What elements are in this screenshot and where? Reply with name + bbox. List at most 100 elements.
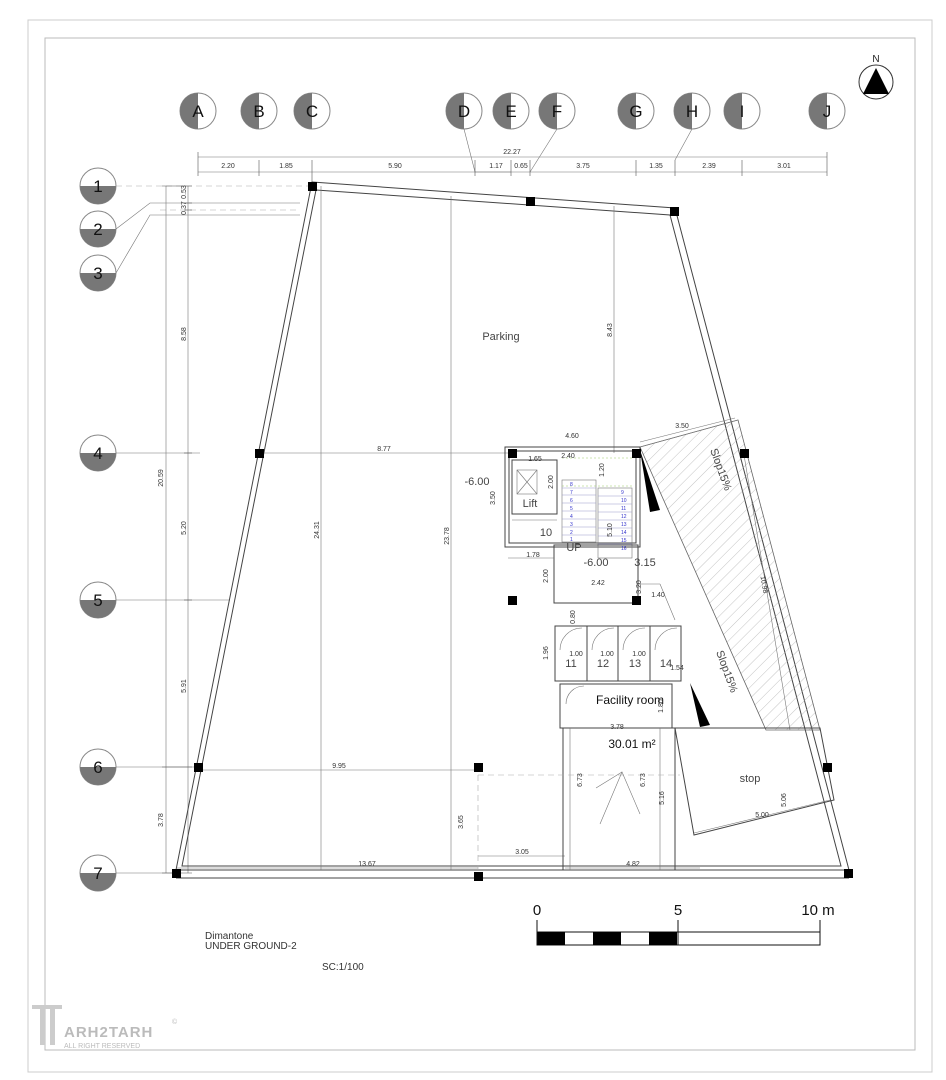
- svg-text:3.20: 3.20: [636, 580, 643, 594]
- left-dimension-chain: 20.59 0.37 0.53 8.58 5.20 5.91 3.78: [158, 185, 192, 874]
- svg-text:24.31: 24.31: [314, 521, 321, 539]
- grid-row-bubbles: 1 2 3 4 5 6 7: [79, 167, 117, 892]
- toilet-rooms: 11 12 13 14 1.00 1.00 1.00 1.54 1.96: [543, 625, 684, 682]
- north-arrow: N: [858, 54, 894, 100]
- interior-dimensions: 24.31 23.78 8.43 8.77 9.95 13.67 4.60 3.…: [176, 186, 831, 870]
- svg-text:3.15: 3.15: [634, 557, 655, 569]
- svg-text:2.00: 2.00: [543, 569, 550, 583]
- svg-text:1.00: 1.00: [569, 651, 583, 658]
- svg-text:3.75: 3.75: [576, 163, 590, 170]
- scale-text: SC:1/100: [322, 962, 364, 973]
- grid-bubble-b: B: [240, 92, 278, 130]
- svg-text:13.67: 13.67: [358, 861, 376, 868]
- svg-text:2: 2: [93, 220, 102, 239]
- svg-text:5.10: 5.10: [607, 523, 614, 537]
- svg-text:23.78: 23.78: [444, 527, 451, 545]
- svg-text:8.43: 8.43: [607, 323, 614, 337]
- svg-text:0.53: 0.53: [181, 185, 188, 199]
- grid-bubble-3: 3: [79, 254, 117, 292]
- grid-bubble-d: D: [445, 92, 483, 130]
- svg-text:3: 3: [93, 264, 102, 283]
- watermark-logo: ARH2TARH ALL RIGHT RESERVED ©: [32, 1005, 178, 1050]
- svg-text:4: 4: [93, 444, 102, 463]
- svg-text:8.77: 8.77: [377, 446, 391, 453]
- svg-text:H: H: [686, 102, 698, 121]
- svg-text:5: 5: [570, 506, 573, 512]
- room-12-label: 12: [597, 658, 609, 670]
- dim-overall-height: 20.59: [158, 469, 165, 487]
- svg-text:4: 4: [570, 514, 573, 520]
- sheet-name: UNDER GROUND-2: [205, 941, 297, 952]
- svg-text:3.01: 3.01: [777, 163, 791, 170]
- room-13-label: 13: [629, 658, 641, 670]
- svg-text:1.17: 1.17: [489, 163, 503, 170]
- svg-text:3: 3: [570, 522, 573, 528]
- lower-rooms: stop 6.73 6.73 5.16: [477, 727, 835, 871]
- room-10-label: 10: [540, 527, 552, 539]
- svg-text:2.42: 2.42: [591, 580, 605, 587]
- svg-text:5: 5: [93, 591, 102, 610]
- svg-text:0.37: 0.37: [181, 201, 188, 215]
- grid-bubble-4: 4: [79, 434, 117, 472]
- svg-text:7: 7: [93, 864, 102, 883]
- svg-text:1.78: 1.78: [526, 552, 540, 559]
- svg-text:1.80: 1.80: [658, 699, 665, 713]
- svg-text:3.50: 3.50: [490, 491, 497, 505]
- svg-text:6: 6: [570, 498, 573, 504]
- svg-text:10: 10: [621, 498, 627, 504]
- svg-text:0.80: 0.80: [570, 610, 577, 624]
- level-a-label: -6.00: [464, 476, 489, 488]
- svg-text:E: E: [505, 102, 516, 121]
- svg-text:J: J: [823, 102, 832, 121]
- svg-text:5.06: 5.06: [781, 793, 788, 807]
- scale-label-0: 0: [533, 902, 541, 919]
- scale-label-10: 10 m: [801, 902, 834, 919]
- svg-text:12: 12: [621, 514, 627, 520]
- svg-text:3.78: 3.78: [158, 813, 165, 827]
- structural-columns: [172, 182, 853, 881]
- svg-text:14: 14: [621, 530, 627, 536]
- svg-text:10.98: 10.98: [759, 575, 769, 594]
- svg-text:2.20: 2.20: [221, 163, 235, 170]
- project-name: Dimantone: [205, 931, 254, 942]
- core-lift-stair: 8 7 6 5 4 3 2 1 9 10 11 12 13 14 15 16 L…: [464, 446, 656, 569]
- svg-text:5.16: 5.16: [659, 791, 666, 805]
- grid-bubble-c: C: [293, 92, 331, 130]
- level-b-label: -6.00: [583, 557, 608, 569]
- grid-bubble-g: G: [617, 92, 655, 130]
- svg-text:0.65: 0.65: [514, 163, 528, 170]
- parking-label: Parking: [482, 331, 519, 343]
- svg-text:1.40: 1.40: [651, 592, 665, 599]
- top-dimension-chain: 22.27 2.20 1.85 5.90 1.17 0.65 3.75 1.35…: [197, 149, 828, 186]
- svg-text:3.65: 3.65: [458, 815, 465, 829]
- svg-text:2: 2: [570, 530, 573, 536]
- grid-bubble-e: E: [492, 92, 530, 130]
- svg-text:3.05: 3.05: [515, 849, 529, 856]
- grid-bubble-5: 5: [79, 581, 117, 619]
- title-block: Dimantone UNDER GROUND-2 SC:1/100: [205, 931, 364, 973]
- facility-room-area: 30.01 m²: [608, 737, 655, 751]
- up-label: UP: [566, 542, 581, 554]
- svg-text:I: I: [740, 102, 745, 121]
- grid-bubble-6: 6: [79, 748, 117, 786]
- svg-text:3.50: 3.50: [675, 423, 689, 430]
- grid-column-bubbles: A B C D E F G H I J: [179, 92, 846, 130]
- grid-bubble-f: F: [538, 92, 576, 130]
- svg-text:6.73: 6.73: [640, 773, 647, 787]
- svg-text:5.90: 5.90: [388, 163, 402, 170]
- svg-text:8.58: 8.58: [181, 327, 188, 341]
- svg-text:4.60: 4.60: [565, 433, 579, 440]
- room-11-label: 11: [565, 658, 576, 670]
- svg-text:15: 15: [621, 538, 627, 544]
- svg-text:2.39: 2.39: [702, 163, 716, 170]
- north-label: N: [872, 54, 879, 65]
- logo-name: ARH2TARH: [64, 1024, 153, 1041]
- scale-label-5: 5: [674, 902, 682, 919]
- scale-bar: 0 5 10 m: [533, 902, 835, 946]
- svg-text:13: 13: [621, 522, 627, 528]
- sheet-inner-border: [44, 37, 916, 1051]
- svg-text:1.54: 1.54: [670, 665, 684, 672]
- svg-text:4.82: 4.82: [626, 861, 640, 868]
- svg-text:7: 7: [570, 490, 573, 496]
